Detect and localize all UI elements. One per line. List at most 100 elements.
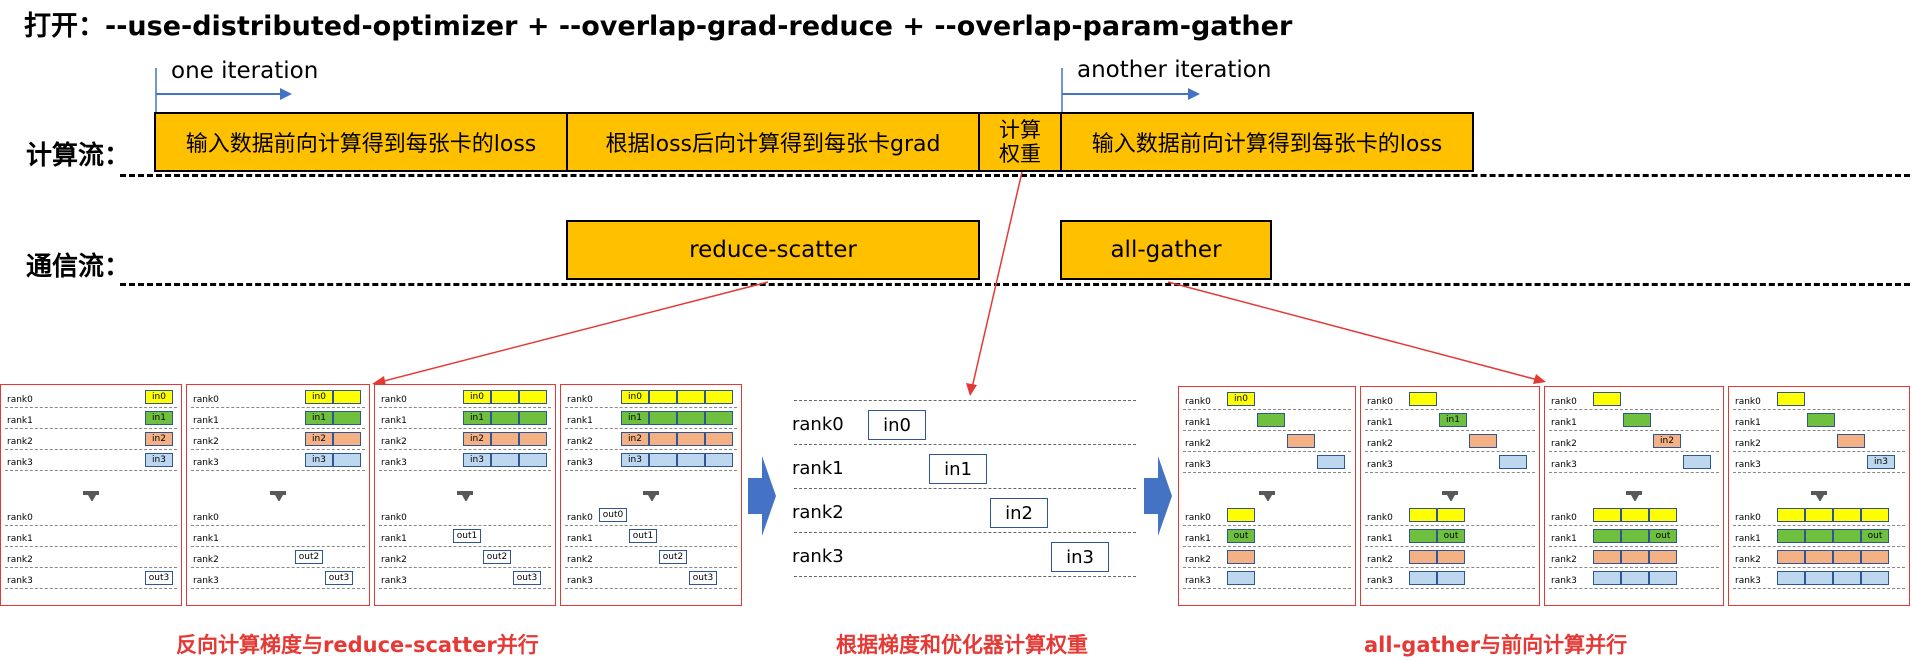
rank-divider bbox=[794, 576, 1136, 577]
panel-row-bottom: rank3 out3 bbox=[379, 570, 551, 589]
gathered-cell bbox=[1621, 550, 1649, 564]
panel-row-top: rank0 bbox=[1365, 391, 1535, 410]
out-cell: out3 bbox=[689, 571, 717, 585]
rank-label: rank1 bbox=[1185, 418, 1211, 428]
grad-cell: in2 bbox=[621, 432, 649, 446]
rank-label: rank1 bbox=[1367, 418, 1393, 428]
rank-label: rank3 bbox=[567, 576, 593, 586]
rank-label: rank3 bbox=[1735, 460, 1761, 470]
grad-cell bbox=[491, 432, 519, 446]
down-arrow-icon bbox=[1442, 491, 1458, 501]
grad-cell: in3 bbox=[145, 453, 173, 467]
rank-label: rank3 bbox=[1367, 576, 1393, 586]
rank-label: rank0 bbox=[567, 513, 593, 523]
panel-row-bottom: rank2 bbox=[5, 549, 177, 568]
gathered-cell bbox=[1437, 571, 1465, 585]
comm-stream-label: 通信流： bbox=[26, 252, 131, 282]
grad-cell bbox=[333, 411, 361, 425]
grad-cell bbox=[677, 432, 705, 446]
gathered-cell bbox=[1409, 529, 1437, 543]
rank-label: rank3 bbox=[567, 458, 593, 468]
rank-label: rank0 bbox=[7, 513, 33, 523]
rank-label: rank1 bbox=[7, 534, 33, 544]
weights-connector-head bbox=[966, 383, 977, 396]
down-arrow-icon bbox=[270, 491, 286, 501]
grad-cell bbox=[491, 390, 519, 404]
rank-label: rank3 bbox=[381, 576, 407, 586]
panel-row-top: rank1 bbox=[1733, 412, 1905, 431]
panel-row-bottom: rank0 out0 bbox=[565, 507, 737, 526]
out-cell: out3 bbox=[513, 571, 541, 585]
rank-label: rank0 bbox=[193, 513, 219, 523]
compute-block-weights: 计算权重 bbox=[978, 112, 1062, 172]
rank-label: rank2 bbox=[193, 437, 219, 447]
caption-weights: 根据梯度和优化器计算权重 bbox=[836, 633, 1088, 657]
gathered-cell bbox=[1861, 571, 1889, 585]
rank-divider bbox=[794, 488, 1136, 489]
panel-row-bottom: rank3 bbox=[1183, 570, 1351, 589]
gathered-cell bbox=[1593, 508, 1621, 522]
compute-block-backward: 根据loss后向计算得到每张卡grad bbox=[566, 112, 980, 172]
panel-row-bottom: rank0 bbox=[1733, 507, 1905, 526]
weight-cell bbox=[1409, 392, 1437, 406]
gathered-cell bbox=[1833, 571, 1861, 585]
panel-row-bottom: rank0 bbox=[191, 507, 365, 526]
panel-row-top: rank2 bbox=[1183, 433, 1351, 452]
gathered-cell bbox=[1777, 529, 1805, 543]
compute-block-forward-next: 输入数据前向计算得到每张卡的loss bbox=[1060, 112, 1474, 172]
grad-cell bbox=[519, 390, 547, 404]
weight-cell bbox=[1469, 434, 1497, 448]
out-cell: out0 bbox=[599, 508, 627, 522]
rank-label: rank1 bbox=[1735, 534, 1761, 544]
gathered-cell bbox=[1777, 571, 1805, 585]
gathered-cell bbox=[1805, 550, 1833, 564]
rank-label: rank2 bbox=[381, 555, 407, 565]
grad-cell bbox=[519, 453, 547, 467]
down-arrow-icon bbox=[643, 491, 659, 501]
panel-row-bottom: rank2 bbox=[1183, 549, 1351, 568]
gathered-cell bbox=[1227, 571, 1255, 585]
rank-label: rank2 bbox=[7, 555, 33, 565]
rank-label: rank2 bbox=[1185, 439, 1211, 449]
rank-label: rank0 bbox=[1185, 397, 1211, 407]
down-arrow-icon bbox=[83, 491, 99, 501]
weight-rank-label: rank3 bbox=[792, 546, 844, 567]
rank-label: rank1 bbox=[567, 416, 593, 426]
rank-label: rank2 bbox=[1735, 439, 1761, 449]
gathered-cell bbox=[1227, 508, 1255, 522]
grad-cell: in0 bbox=[145, 390, 173, 404]
rank-label: rank0 bbox=[1367, 397, 1393, 407]
gathered-cell bbox=[1805, 571, 1833, 585]
rank-label: rank2 bbox=[567, 555, 593, 565]
weight-rank-label: rank0 bbox=[792, 414, 844, 435]
gathered-cell bbox=[1409, 550, 1437, 564]
rank-divider bbox=[794, 444, 1136, 445]
gathered-cell bbox=[1621, 571, 1649, 585]
rank-label: rank0 bbox=[1367, 513, 1393, 523]
panel-row-top: rank3 bbox=[1549, 454, 1719, 473]
rank-label: rank1 bbox=[381, 534, 407, 544]
rank-divider bbox=[794, 400, 1136, 401]
weight-cell bbox=[1807, 413, 1835, 427]
grad-cell: in1 bbox=[305, 411, 333, 425]
panel-row-bottom: rank3 bbox=[1549, 570, 1719, 589]
weight-rank-label: rank1 bbox=[792, 458, 844, 479]
grad-cell: in2 bbox=[145, 432, 173, 446]
